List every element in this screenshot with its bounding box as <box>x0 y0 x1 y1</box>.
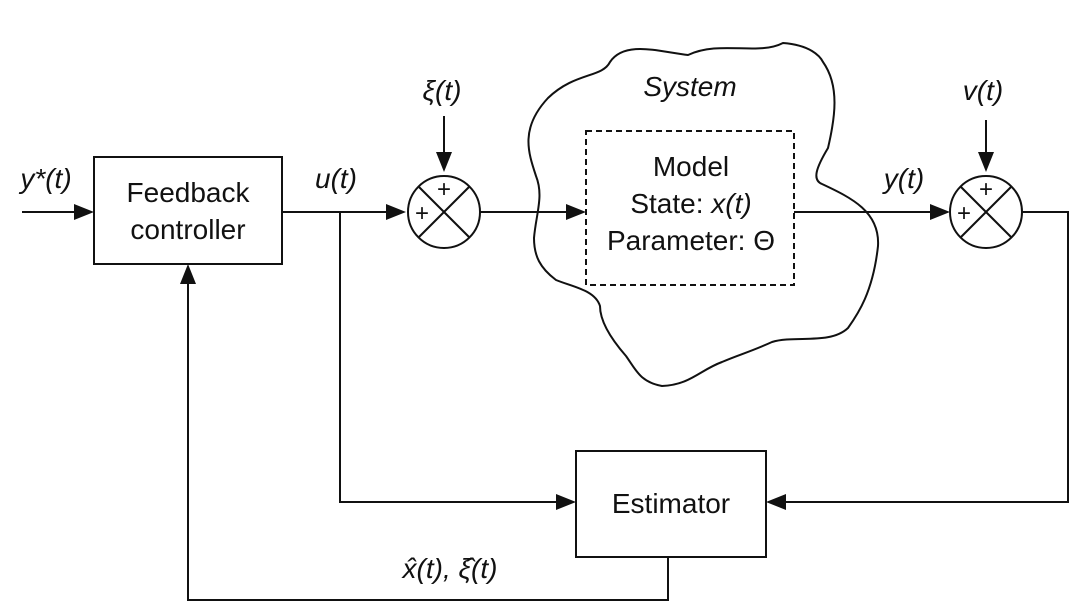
control-arrowhead <box>386 204 406 220</box>
model-state: State: x(t) <box>630 188 751 219</box>
model-box <box>585 130 795 286</box>
output-signal-label: y(t) <box>882 163 924 194</box>
estimate-arrowhead <box>180 264 196 284</box>
estimator-block <box>575 450 767 558</box>
output-junction-top-sign: + <box>979 176 993 203</box>
model-input-arrowhead <box>566 204 586 220</box>
input-summing-junction <box>407 175 481 249</box>
system-label: System <box>643 71 736 102</box>
control-to-estimator-arrowhead <box>556 494 576 510</box>
process-noise-label: ξ(t) <box>423 75 462 106</box>
feedback-controller-block <box>93 156 283 265</box>
model-parameter: Parameter: Θ <box>607 225 775 256</box>
output-summing-junction <box>949 175 1023 249</box>
control-signal-label: u(t) <box>315 163 357 194</box>
output-junction-left-sign: + <box>957 200 971 227</box>
estimates-label: x̂(t), ξ̂(t) <box>401 553 498 584</box>
measurement-noise-label: v(t) <box>963 75 1003 106</box>
feedback-controller-label-line2: controller <box>130 214 245 245</box>
estimate-feedback-wire <box>187 268 669 601</box>
input-junction-left-sign: + <box>415 200 429 227</box>
reference-signal-label: y*(t) <box>18 163 71 194</box>
feedback-controller-label-line1: Feedback <box>127 177 251 208</box>
estimator-label: Estimator <box>612 488 730 519</box>
measurement-feedback-wire <box>770 211 1069 503</box>
reference-arrowhead <box>74 204 94 220</box>
noise-xi-arrowhead <box>436 152 452 172</box>
output-arrowhead <box>930 204 950 220</box>
measurement-arrowhead <box>766 494 786 510</box>
control-to-estimator-wire <box>339 212 572 503</box>
system-cloud-boundary <box>527 41 880 388</box>
noise-v-arrowhead <box>978 152 994 172</box>
model-title: Model <box>653 151 729 182</box>
input-junction-top-sign: + <box>437 176 451 203</box>
